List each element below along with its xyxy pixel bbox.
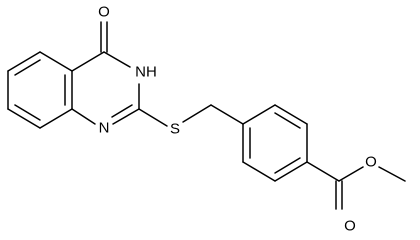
atom-label-n: N <box>99 120 110 137</box>
bond <box>14 104 41 121</box>
bond <box>39 108 73 129</box>
bond <box>274 161 308 182</box>
bond <box>112 108 140 125</box>
bond <box>338 166 364 182</box>
bond <box>242 161 276 182</box>
bond <box>378 166 406 182</box>
atom-label-nh: NH <box>135 64 157 81</box>
bond <box>7 108 41 129</box>
atom-label-o-ester: O <box>365 154 377 171</box>
bond <box>306 161 340 182</box>
bond <box>39 51 73 72</box>
bond <box>7 51 41 72</box>
bond <box>210 104 244 125</box>
bond <box>71 51 105 72</box>
bond <box>14 59 41 76</box>
atom-label-s: S <box>170 121 180 138</box>
bond <box>71 108 96 125</box>
bond <box>274 104 308 125</box>
bond <box>242 104 276 125</box>
bond <box>274 157 301 174</box>
atom-label-o-carbonyl: O <box>344 218 356 235</box>
bond <box>138 108 168 127</box>
bond <box>274 112 301 129</box>
bond <box>103 51 131 68</box>
bond <box>111 104 133 118</box>
bond <box>182 104 212 123</box>
atom-label-o-ketone: O <box>98 4 110 21</box>
